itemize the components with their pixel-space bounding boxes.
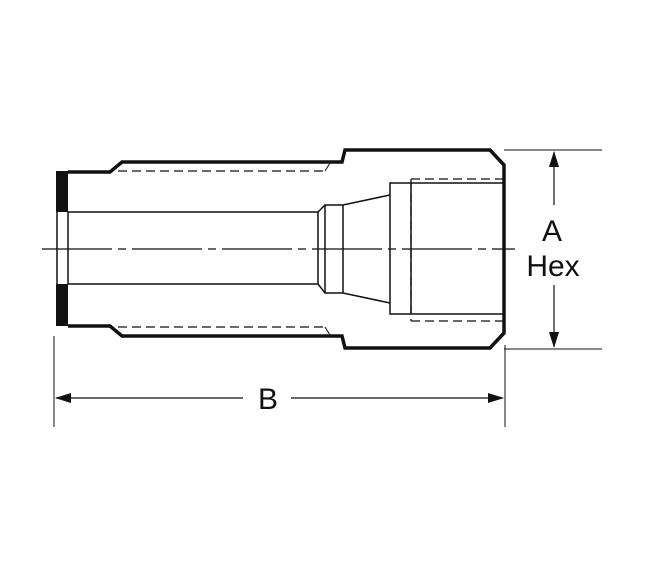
end-cap-bottom: [56, 284, 68, 326]
dimension-a-label: A: [542, 215, 562, 248]
dimension-a-hex-label: Hex: [526, 250, 579, 283]
dimension-b-label: B: [258, 383, 278, 416]
thread-lines: [118, 170, 504, 328]
end-cap-top: [56, 171, 68, 212]
dimension-a: A Hex: [504, 149, 602, 350]
dimension-b: B: [53, 336, 506, 427]
fitting-body: [42, 148, 515, 350]
